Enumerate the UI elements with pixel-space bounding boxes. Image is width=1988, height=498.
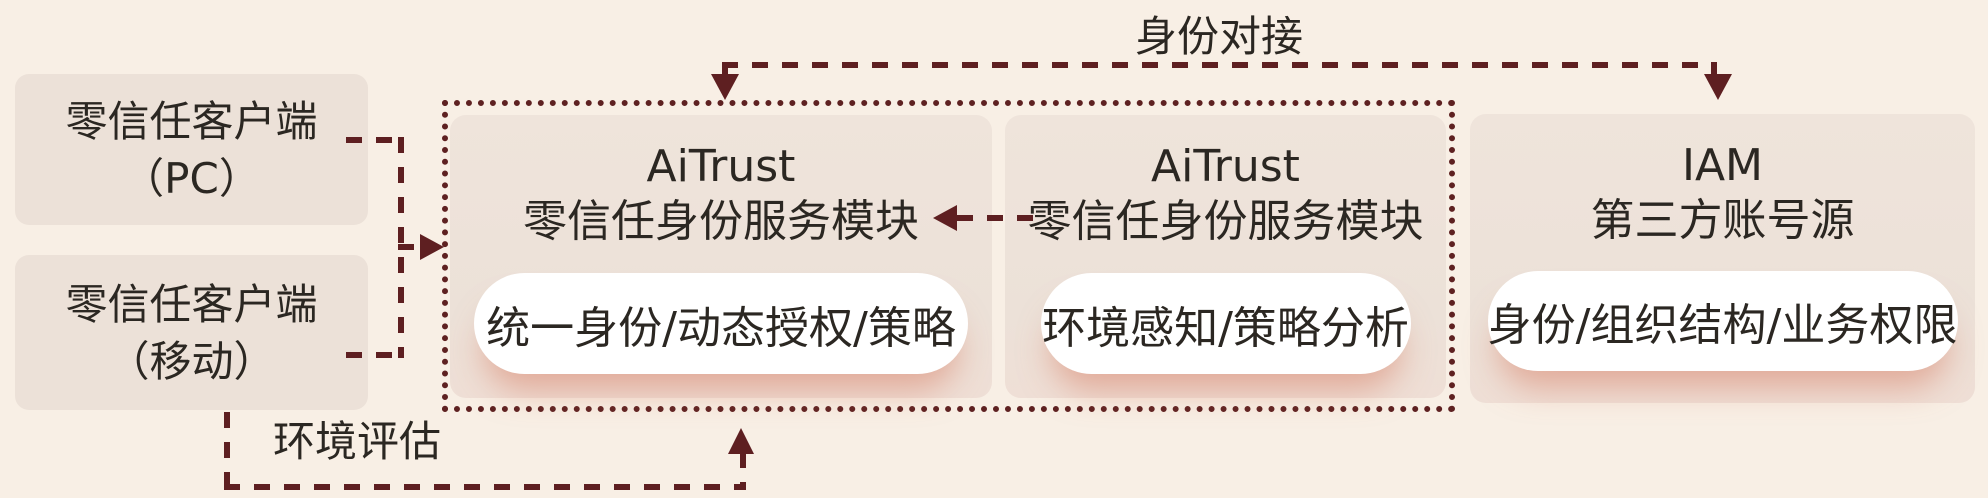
env-assessment-line-left <box>224 412 230 488</box>
client-pc-line1: 零信任客户端 <box>65 96 318 146</box>
iam-subtitle: 第三方账号源 <box>1590 195 1855 246</box>
client-mobile-line1: 零信任客户端 <box>65 279 318 329</box>
identity-connect-line <box>722 62 1717 68</box>
iam-title: IAM <box>1681 140 1764 191</box>
connector-client-mobile <box>346 352 402 358</box>
arrow-down-to-services-icon <box>711 74 739 100</box>
node-client-pc: 零信任客户端 （PC） <box>15 74 368 225</box>
node-aitrust-identity: AiTrust 零信任身份服务模块 统一身份/动态授权/策略 <box>450 115 992 398</box>
env-assessment-line-bottom <box>224 484 746 490</box>
node-iam: IAM 第三方账号源 身份/组织结构/业务权限 <box>1470 114 1975 403</box>
label-env-assessment: 环境评估 <box>273 417 442 466</box>
aitrust-identity-subtitle: 零信任身份服务模块 <box>523 196 919 247</box>
pill-unified-identity: 统一身份/动态授权/策略 <box>474 273 968 374</box>
node-client-mobile: 零信任客户端 （移动） <box>15 255 368 410</box>
connector-clients-arrow-stem <box>398 244 424 250</box>
env-assessment-line-right <box>740 452 746 488</box>
arrow-up-into-services-icon <box>728 428 754 454</box>
aitrust-env-title: AiTrust <box>1151 141 1300 192</box>
pill-iam-identity-org: 身份/组织结构/业务权限 <box>1487 271 1958 371</box>
connector-client-pc <box>346 137 402 143</box>
connector-env-to-identity <box>957 215 1043 221</box>
pill-env-awareness: 环境感知/策略分析 <box>1040 273 1411 374</box>
label-identity-connect: 身份对接 <box>1135 12 1304 61</box>
identity-connect-corner-left <box>722 62 728 78</box>
arrow-right-into-services-icon <box>420 234 444 260</box>
identity-connect-corner-right <box>1711 62 1717 78</box>
client-mobile-line2: （移动） <box>107 336 276 386</box>
client-pc-line2: （PC） <box>122 153 261 203</box>
aitrust-env-subtitle: 零信任身份服务模块 <box>1027 196 1424 247</box>
zero-trust-services-boundary <box>442 100 1455 412</box>
arrow-down-to-iam-icon <box>1704 74 1732 100</box>
arrow-left-between-modules-icon <box>933 205 957 231</box>
aitrust-identity-title: AiTrust <box>646 141 796 192</box>
node-aitrust-env: AiTrust 零信任身份服务模块 环境感知/策略分析 <box>1005 115 1446 398</box>
